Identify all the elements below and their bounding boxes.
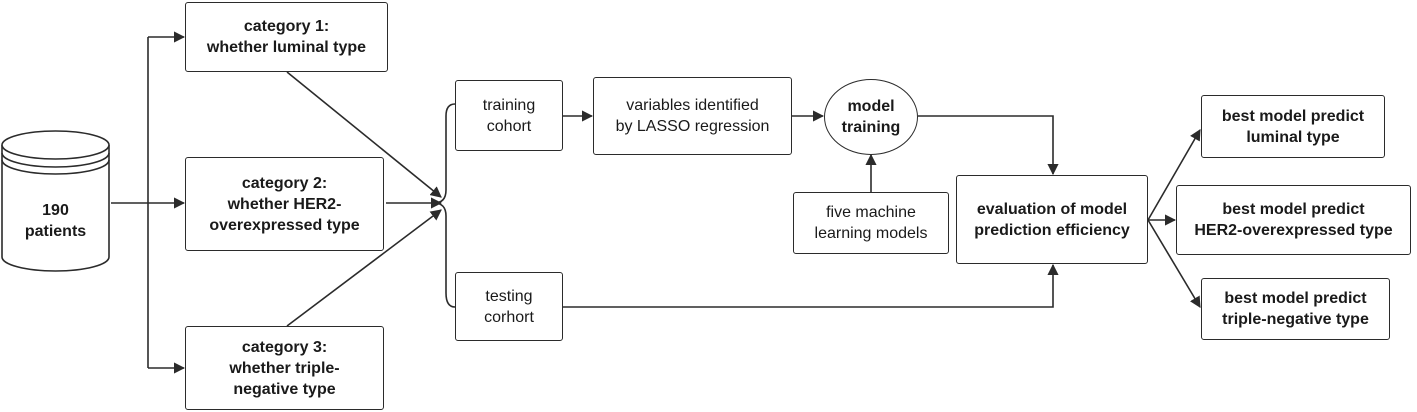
category2-title: category 2:: [241, 174, 328, 192]
result-her2-line1: best model predict: [1222, 201, 1365, 218]
arrow-testing-to-evaluation: [563, 263, 1059, 308]
category2-box: category 2: whether HER2- overexpressed …: [185, 157, 384, 251]
evaluation-line2: prediction efficiency: [974, 221, 1130, 239]
training-cohort-box: training cohort: [455, 80, 563, 151]
arrow-evaluation-to-result3: [1147, 219, 1201, 308]
split-to-testing-line: [433, 202, 456, 308]
testing-cohort-line1: testing: [485, 287, 533, 305]
split-to-training-line: [433, 103, 456, 204]
training-cohort-line2: cohort: [486, 117, 532, 135]
category1-box: category 1: whether luminal type: [185, 2, 388, 72]
ml-models-box: five machine learning models: [793, 192, 949, 254]
arrow-category1-to-split: [286, 71, 442, 198]
evaluation-line1: evaluation of model: [976, 200, 1128, 218]
model-training-line2: training: [841, 119, 901, 136]
category2-desc-line2: overexpressed type: [209, 216, 360, 234]
result-luminal-line1: best model predict: [1221, 107, 1365, 125]
category1-desc: whether luminal type: [206, 39, 367, 56]
result-triple-negative-box: best model predict triple-negative type: [1201, 278, 1390, 340]
result-her2-box: best model predict HER2-overexpressed ty…: [1176, 185, 1411, 255]
result-triple-negative-line2: triple-negative type: [1222, 311, 1369, 328]
training-cohort-line1: training: [482, 96, 536, 114]
category3-title: category 3:: [241, 338, 328, 356]
testing-cohort-line2: corhort: [484, 308, 534, 326]
patients-label: 190 patients: [0, 200, 111, 242]
lasso-line1: variables identified: [626, 97, 759, 114]
category3-box: category 3: whether triple- negative typ…: [185, 326, 384, 410]
arrow-category3-to-split: [286, 209, 442, 327]
result-triple-negative-line1: best model predict: [1224, 290, 1367, 307]
result-luminal-line2: luminal type: [1246, 128, 1340, 146]
evaluation-box: evaluation of model prediction efficienc…: [956, 175, 1148, 264]
testing-cohort-box: testing corhort: [455, 272, 563, 341]
category1-title: category 1:: [243, 18, 330, 35]
arrow-model-to-evaluation: [918, 115, 1059, 176]
arrow-evaluation-to-result1: [1147, 129, 1201, 221]
ml-models-line2: learning models: [814, 225, 928, 242]
ml-models-line1: five machine: [826, 204, 916, 221]
lasso-box: variables identified by LASSO regression: [593, 77, 792, 155]
category2-desc-line1: whether HER2-: [227, 195, 342, 213]
result-her2-line2: HER2-overexpressed type: [1194, 222, 1393, 239]
patients-count: 190: [42, 202, 69, 219]
patients-database-icon: [1, 130, 110, 272]
model-training-line1: model: [847, 98, 895, 115]
lasso-line2: by LASSO regression: [615, 118, 770, 135]
category3-desc-line1: whether triple-: [229, 359, 340, 377]
model-training-node: model training: [824, 79, 918, 155]
result-luminal-box: best model predict luminal type: [1201, 95, 1385, 158]
patients-word: patients: [24, 223, 87, 240]
category3-desc-line2: negative type: [233, 380, 336, 398]
